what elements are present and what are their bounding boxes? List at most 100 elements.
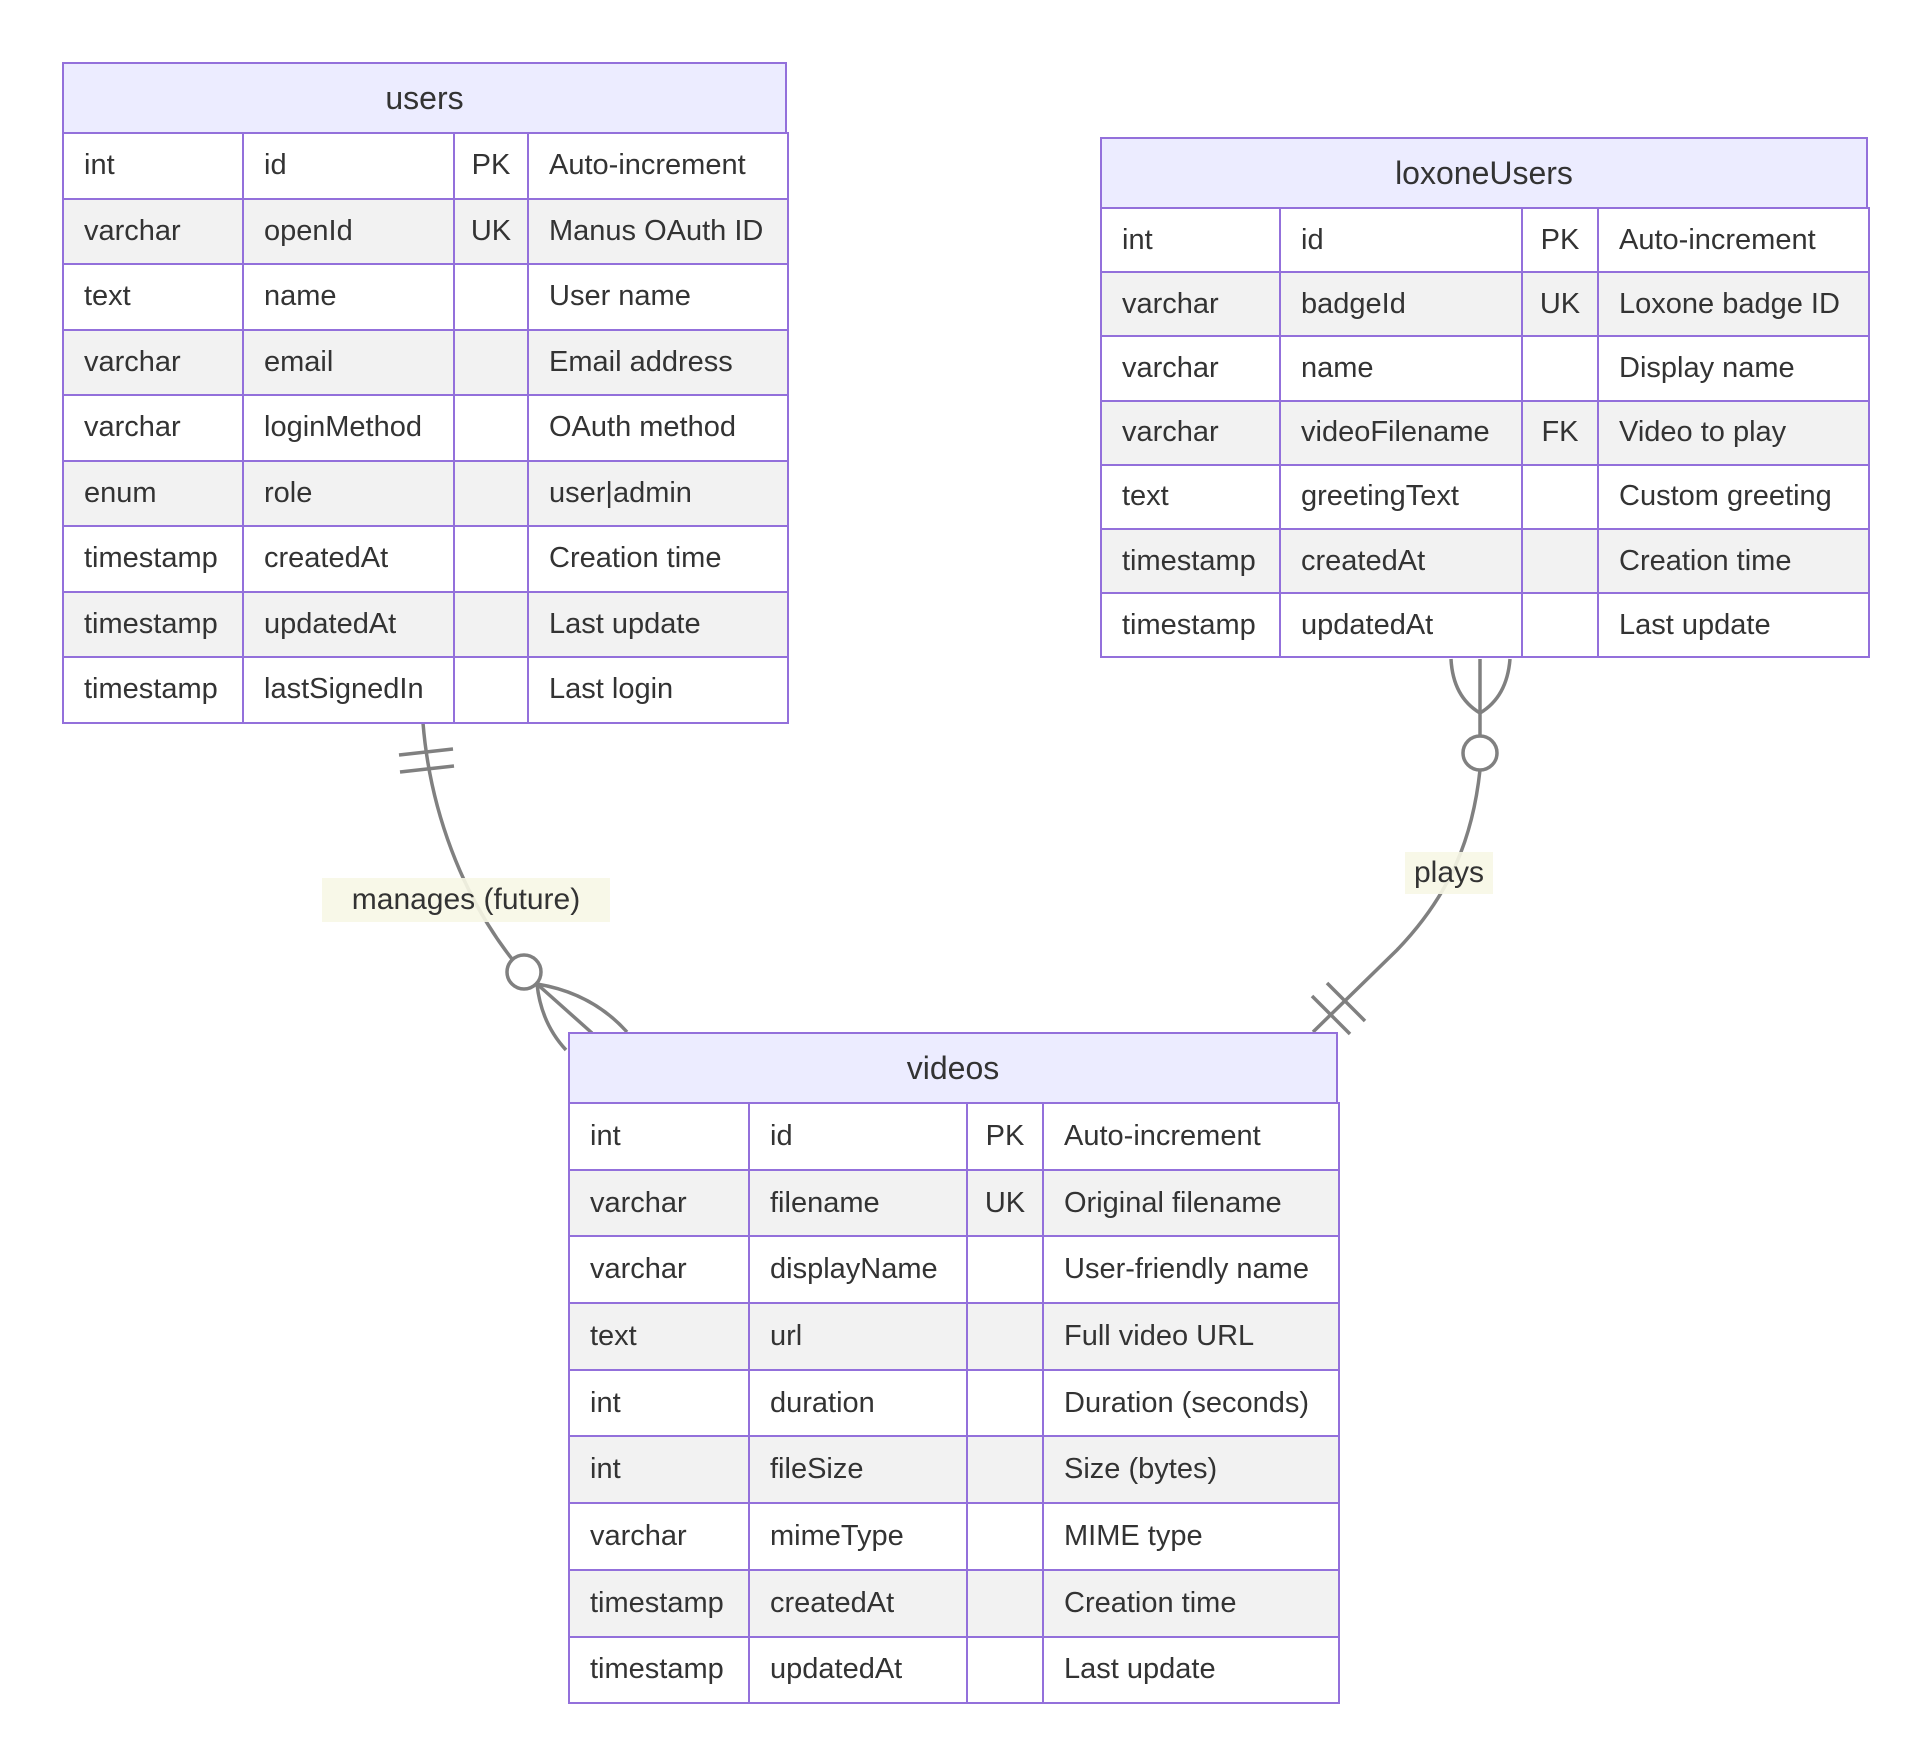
relationship-plays — [1310, 658, 1512, 1036]
manages-zero-circle — [505, 953, 543, 991]
attr-type-cell: timestamp — [1100, 527, 1281, 595]
key-cell — [966, 1302, 1044, 1371]
key-cell — [453, 459, 529, 527]
manages-line — [421, 722, 514, 961]
comment-cell: Manus OAuth ID — [527, 197, 789, 265]
table-row: varchar name Display name — [1100, 335, 1870, 402]
comment-cell: Auto-increment — [1042, 1102, 1340, 1171]
table-row: timestamp updatedAt Last update — [568, 1635, 1340, 1705]
attr-type-cell: timestamp — [62, 656, 244, 724]
entity-users-title: users — [62, 62, 787, 134]
attr-name-cell: displayName — [748, 1235, 968, 1305]
relationship-label-plays: plays — [1405, 852, 1493, 894]
entity-loxoneUsers-title: loxoneUsers — [1100, 137, 1868, 209]
attr-type-cell: enum — [62, 459, 244, 527]
table-row: int id PK Auto-increment — [62, 132, 789, 200]
key-cell — [1521, 527, 1599, 595]
relationship-label-manages: manages (future) — [322, 878, 610, 922]
comment-cell: Creation time — [1042, 1568, 1340, 1638]
table-row: varchar displayName User-friendly name — [568, 1235, 1340, 1305]
attr-name-cell: badgeId — [1279, 271, 1523, 338]
attr-name-cell: createdAt — [748, 1568, 968, 1638]
attr-name-cell: fileSize — [748, 1435, 968, 1505]
attr-name-cell: updatedAt — [748, 1635, 968, 1705]
attr-type-cell: varchar — [1100, 335, 1281, 402]
entity-loxoneUsers: loxoneUsers int id PK Auto-increment var… — [1100, 137, 1870, 659]
comment-cell: Custom greeting — [1597, 463, 1870, 530]
key-cell: PK — [453, 132, 529, 200]
table-row: varchar filename UK Original filename — [568, 1168, 1340, 1238]
table-row: varchar email Email address — [62, 328, 789, 396]
attr-type-cell: varchar — [568, 1168, 750, 1238]
attr-name-cell: createdAt — [1279, 527, 1523, 595]
table-row: int fileSize Size (bytes) — [568, 1435, 1340, 1505]
table-row: timestamp updatedAt Last update — [62, 590, 789, 658]
attr-name-cell: name — [1279, 335, 1523, 402]
key-cell — [966, 1368, 1044, 1438]
attr-type-cell: varchar — [1100, 271, 1281, 338]
attr-type-cell: int — [1100, 206, 1281, 274]
table-row: timestamp updatedAt Last update — [1100, 592, 1870, 659]
manages-one-tick-2 — [399, 764, 455, 774]
attr-name-cell: updatedAt — [1279, 592, 1523, 659]
table-row: int duration Duration (seconds) — [568, 1368, 1340, 1438]
comment-cell: Last update — [1042, 1635, 1340, 1705]
table-row: varchar openId UK Manus OAuth ID — [62, 197, 789, 265]
comment-cell: MIME type — [1042, 1502, 1340, 1571]
key-cell — [966, 1635, 1044, 1705]
manages-crowfoot-middle — [535, 982, 594, 1035]
attr-name-cell: updatedAt — [242, 590, 455, 658]
comment-cell: Size (bytes) — [1042, 1435, 1340, 1505]
comment-cell: Full video URL — [1042, 1302, 1340, 1371]
attr-name-cell: id — [748, 1102, 968, 1171]
key-cell: UK — [966, 1168, 1044, 1238]
key-cell — [453, 394, 529, 462]
attr-name-cell: loginMethod — [242, 394, 455, 462]
attr-type-cell: varchar — [568, 1235, 750, 1305]
attr-name-cell: url — [748, 1302, 968, 1371]
key-cell — [1521, 463, 1599, 530]
attr-name-cell: openId — [242, 197, 455, 265]
attr-name-cell: role — [242, 459, 455, 527]
manages-crowfoot-left — [535, 983, 568, 1052]
attr-type-cell: varchar — [62, 197, 244, 265]
comment-cell: Loxone badge ID — [1597, 271, 1870, 338]
comment-cell: Last update — [1597, 592, 1870, 659]
table-row: int id PK Auto-increment — [1100, 206, 1870, 274]
attr-name-cell: id — [1279, 206, 1523, 274]
attr-name-cell: name — [242, 263, 455, 331]
attr-type-cell: text — [568, 1302, 750, 1371]
attr-type-cell: varchar — [62, 394, 244, 462]
attr-type-cell: varchar — [62, 328, 244, 396]
table-row: timestamp createdAt Creation time — [62, 525, 789, 593]
comment-cell: user|admin — [527, 459, 789, 527]
table-row: text greetingText Custom greeting — [1100, 463, 1870, 530]
comment-cell: User-friendly name — [1042, 1235, 1340, 1305]
key-cell — [453, 263, 529, 331]
plays-crowfoot-right — [1479, 658, 1512, 715]
table-row: text name User name — [62, 263, 789, 331]
attr-name-cell: filename — [748, 1168, 968, 1238]
table-row: text url Full video URL — [568, 1302, 1340, 1371]
table-row: varchar badgeId UK Loxone badge ID — [1100, 271, 1870, 338]
entity-users-attribute-table: int id PK Auto-increment varchar openId … — [62, 132, 789, 724]
table-row: varchar videoFilename FK Video to play — [1100, 399, 1870, 466]
comment-cell: Email address — [527, 328, 789, 396]
key-cell — [453, 525, 529, 593]
plays-crowfoot-left — [1449, 658, 1481, 715]
comment-cell: Last update — [527, 590, 789, 658]
key-cell — [453, 328, 529, 396]
attr-type-cell: timestamp — [568, 1568, 750, 1638]
attr-type-cell: timestamp — [568, 1635, 750, 1705]
table-row: enum role user|admin — [62, 459, 789, 527]
attr-type-cell: varchar — [568, 1502, 750, 1571]
attr-name-cell: mimeType — [748, 1502, 968, 1571]
key-cell — [453, 590, 529, 658]
attr-type-cell: int — [568, 1435, 750, 1505]
key-cell: FK — [1521, 399, 1599, 466]
entity-videos-title: videos — [568, 1032, 1338, 1104]
attr-type-cell: int — [568, 1368, 750, 1438]
table-row: varchar loginMethod OAuth method — [62, 394, 789, 462]
key-cell: UK — [453, 197, 529, 265]
table-row: timestamp createdAt Creation time — [568, 1568, 1340, 1638]
